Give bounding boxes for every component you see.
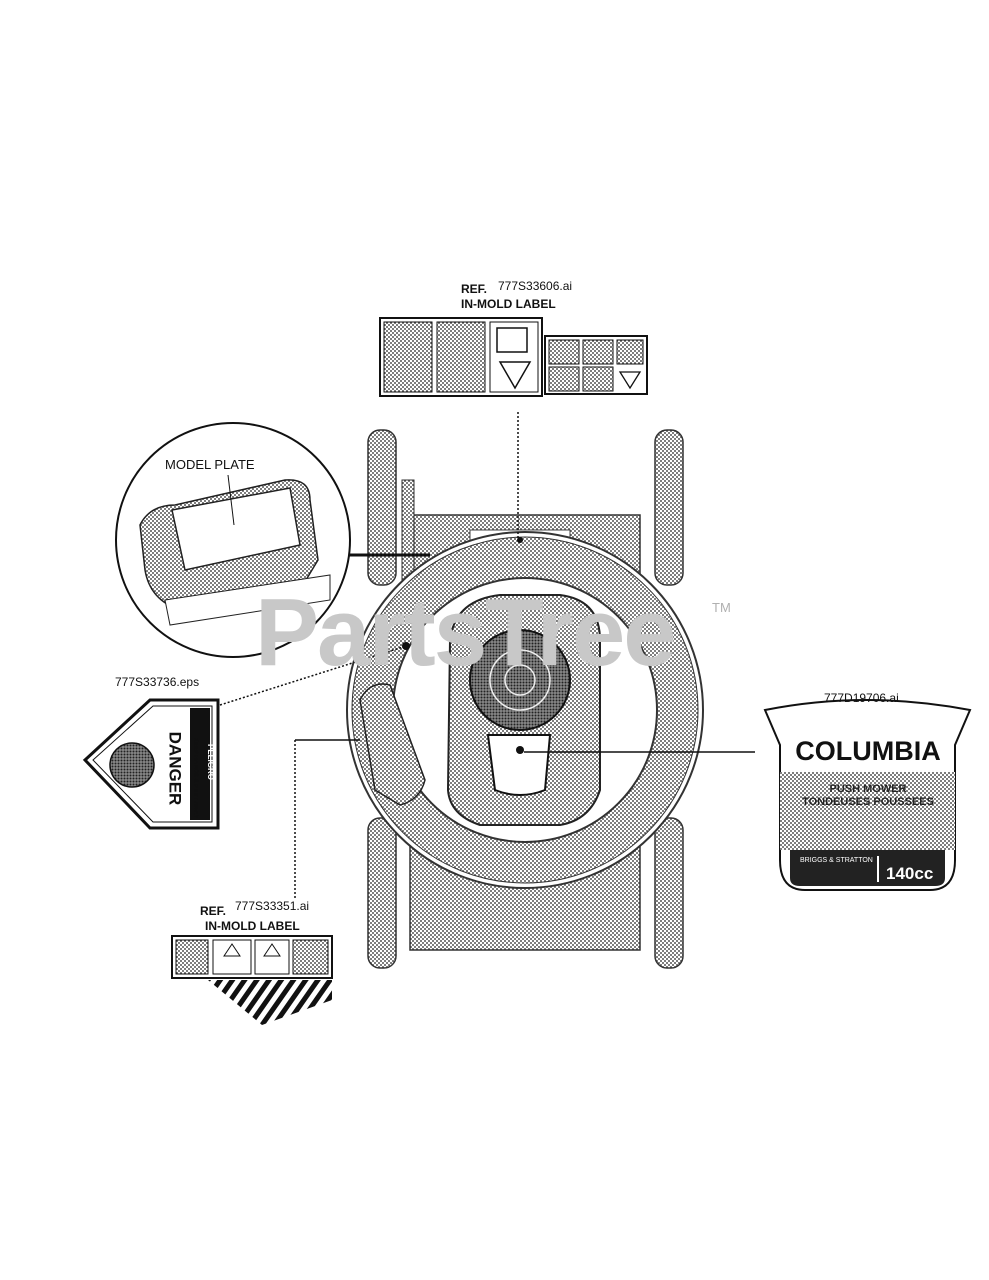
starter-swirl — [489, 649, 551, 711]
danger-decal — [82, 698, 220, 830]
top-inmold-label — [379, 317, 648, 397]
danger-pointer-dot — [402, 642, 410, 650]
engine-pointer-dot — [516, 746, 524, 754]
model-plate-detail — [115, 422, 351, 658]
front-left-wheel — [367, 817, 397, 969]
columbia-line1: PUSH MOWER — [829, 783, 907, 795]
bottom-file-name: 777S33351.ai — [235, 899, 310, 913]
top-inmold-text: IN-MOLD LABEL — [461, 297, 556, 311]
top-ref-text: REF. — [461, 282, 488, 296]
engine-size: 140cc — [886, 864, 934, 883]
front-right-wheel — [654, 817, 684, 969]
danger-file-name: 777S33736.eps — [115, 675, 200, 689]
model-plate-text: MODEL PLATE — [165, 457, 255, 472]
fuel-tank — [486, 734, 552, 796]
top-label-pointer-dot — [517, 537, 523, 543]
rear-deck-edge — [401, 479, 415, 586]
engine-brand: BRIGGS & STRATTON — [800, 857, 873, 864]
danger-leader — [219, 645, 407, 706]
danger-line2: PELIGRO — [206, 743, 215, 780]
bottom-ref-text: REF. — [200, 904, 227, 918]
top-file-name: 777S33606.ai — [498, 279, 573, 293]
rear-left-wheel — [367, 429, 397, 586]
trademark-mark: TM — [712, 600, 731, 615]
starter-swirl-inner — [504, 664, 536, 696]
danger-line1: KEEP HANDS & FEET AWAY — [192, 737, 198, 819]
bottom-inmold-label — [171, 935, 333, 1025]
recoil-starter — [469, 629, 571, 731]
danger-heading: DANGER — [165, 731, 185, 806]
bottom-inmold-text: IN-MOLD LABEL — [205, 919, 300, 933]
side-deflector — [359, 683, 426, 806]
rear-right-wheel — [654, 429, 684, 586]
columbia-file-name: 777D19706.ai — [824, 691, 899, 705]
columbia-line2: TONDEUSES POUSSEES — [802, 796, 934, 808]
watermark: PartsTree — [255, 579, 677, 686]
columbia-decal — [763, 699, 972, 891]
columbia-brand: COLUMBIA — [795, 736, 941, 766]
